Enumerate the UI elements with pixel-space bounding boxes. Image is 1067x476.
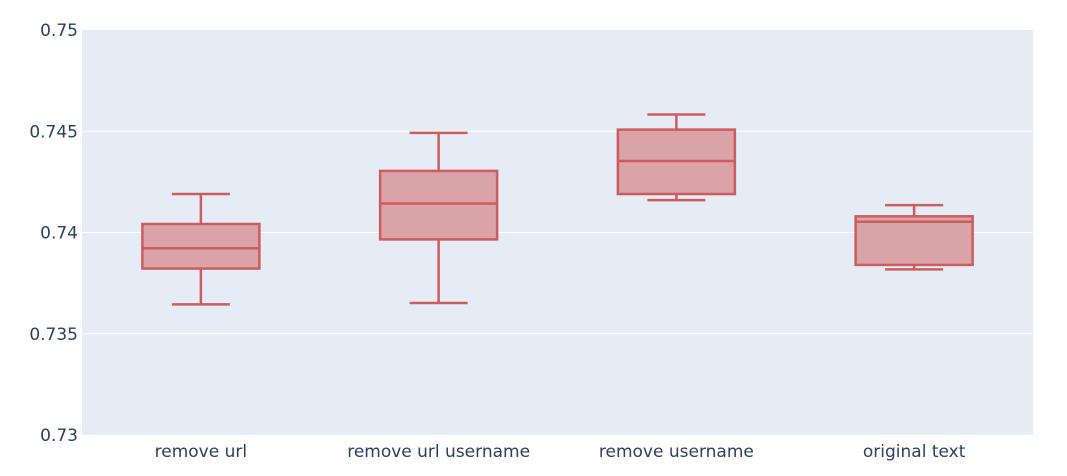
x-axis-ticks: remove url remove url username remove user… (155, 442, 966, 462)
box-4[interactable] (854, 203, 974, 271)
y-axis-ticks: 0.73 0.735 0.74 0.745 0.75 (29, 21, 78, 446)
box-3[interactable] (616, 113, 737, 202)
y-tick-label: 0.745 (29, 122, 78, 142)
box-iqr (854, 215, 974, 267)
x-tick-label: remove username (599, 442, 754, 462)
box-2[interactable] (378, 131, 499, 305)
x-tick-label: original text (863, 442, 966, 462)
y-tick-label: 0.735 (29, 325, 78, 345)
y-tick-label: 0.74 (40, 224, 78, 244)
box-iqr (141, 222, 261, 270)
x-tick-label: remove url (155, 442, 247, 462)
box-iqr (378, 169, 499, 241)
boxes-layer (141, 113, 974, 306)
y-tick-label: 0.75 (40, 21, 78, 41)
x-tick-label: remove url username (347, 442, 530, 462)
box-1[interactable] (141, 192, 261, 306)
y-tick-label: 0.73 (40, 426, 78, 446)
